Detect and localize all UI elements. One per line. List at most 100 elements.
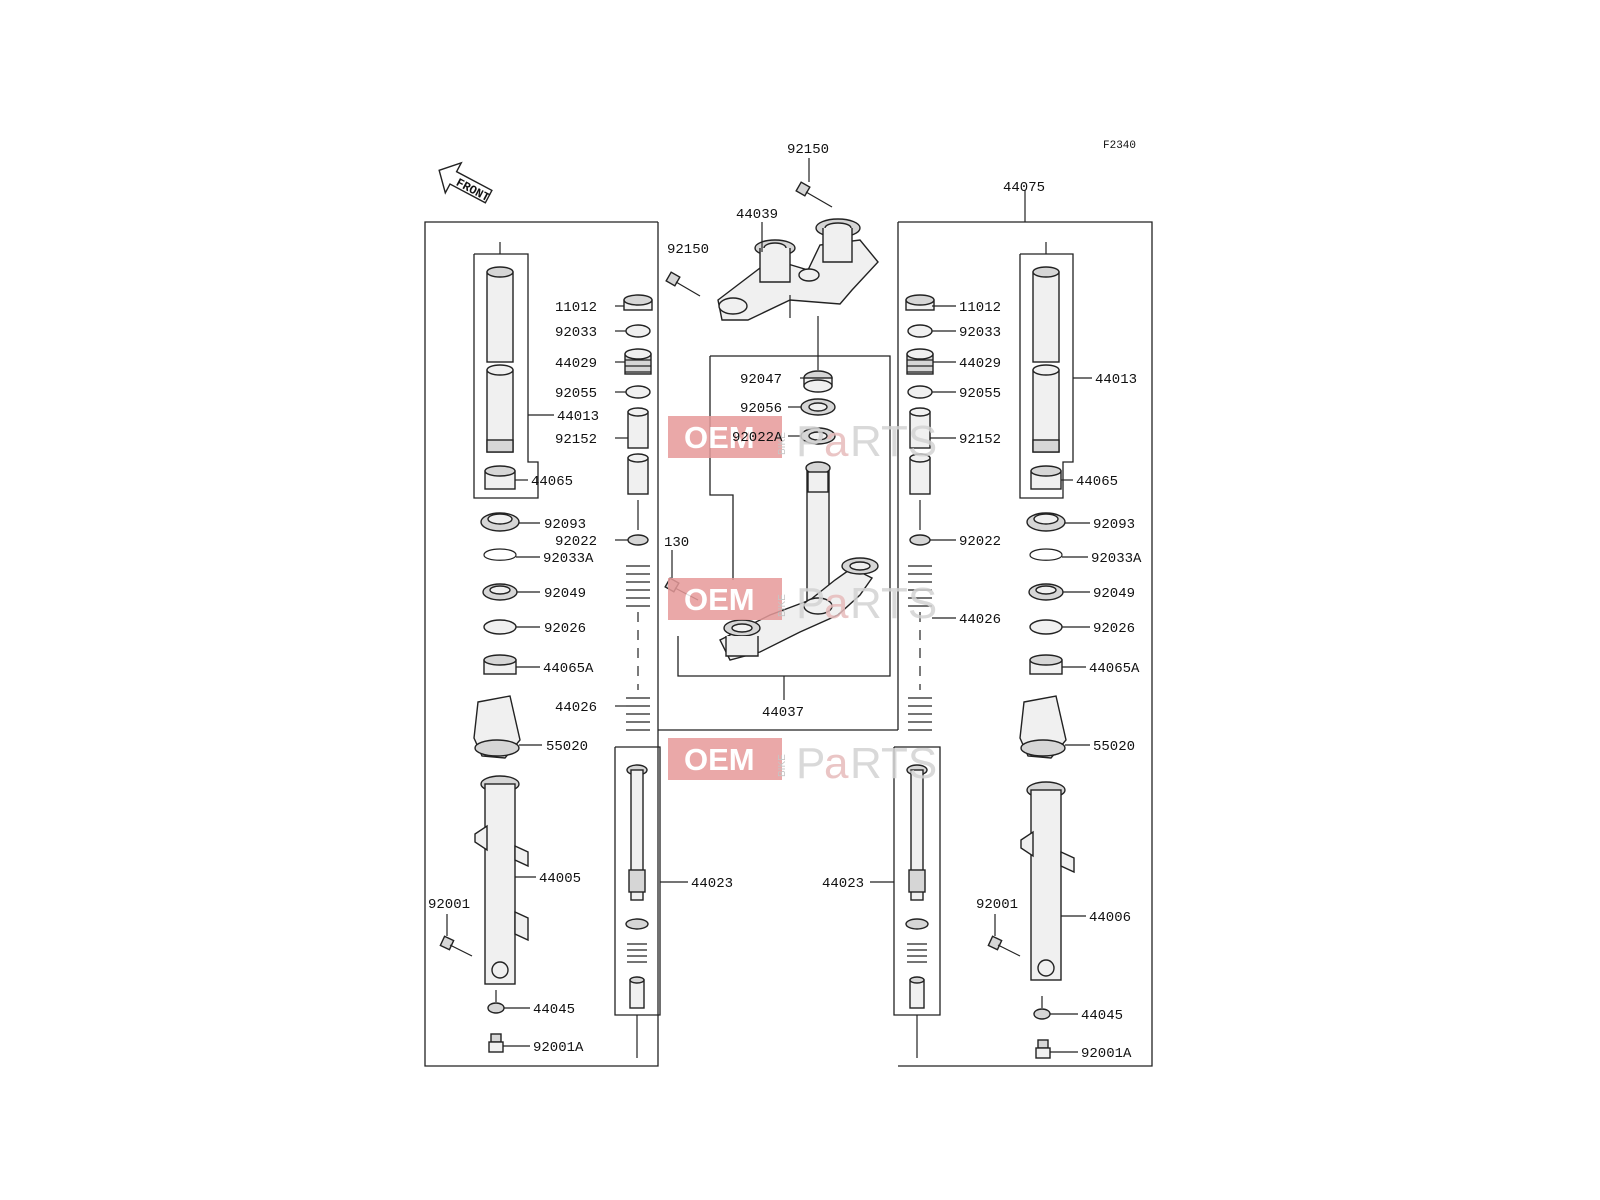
label-130: 130 bbox=[664, 535, 689, 551]
left-fork-cover-55020-icon bbox=[473, 695, 521, 759]
stem-nut-92047-icon bbox=[803, 370, 833, 393]
label-44037: 44037 bbox=[762, 705, 804, 721]
left-dust-seal-92049-icon bbox=[482, 583, 518, 601]
watermark-oem-text: OEM bbox=[684, 742, 755, 777]
left-fork-tube-44013 bbox=[486, 242, 514, 453]
left-outer-tube-44005 bbox=[474, 775, 529, 985]
watermark-a-text: a bbox=[824, 579, 849, 628]
steering-stem-box bbox=[677, 355, 891, 677]
label-92033A-right: 92033A bbox=[1091, 551, 1142, 567]
left-44013-box bbox=[473, 253, 539, 499]
label-92033-left: 92033 bbox=[555, 325, 597, 341]
right-damper-box bbox=[893, 746, 941, 1016]
label-44013-right: 44013 bbox=[1095, 372, 1137, 388]
label-11012-right: 11012 bbox=[959, 300, 1001, 316]
label-92026-right: 92026 bbox=[1093, 621, 1135, 637]
right-oil-seal-92093-icon bbox=[1026, 512, 1066, 532]
label-92033-right: 92033 bbox=[959, 325, 1001, 341]
label-44005: 44005 bbox=[539, 871, 581, 887]
label-92049-right: 92049 bbox=[1093, 586, 1135, 602]
right-oring-92055-icon bbox=[907, 385, 933, 399]
label-92026-left: 92026 bbox=[544, 621, 586, 637]
bolt-92150-top-icon bbox=[795, 181, 833, 208]
label-44029-left: 44029 bbox=[555, 356, 597, 372]
label-44045-right: 44045 bbox=[1081, 1008, 1123, 1024]
label-44023-left: 44023 bbox=[691, 876, 733, 892]
watermark-bike-text: BIKE bbox=[777, 432, 788, 455]
watermark-p-text: P bbox=[796, 739, 825, 788]
right-bushing-44065-icon bbox=[1030, 465, 1062, 490]
right-44013-box bbox=[1019, 253, 1074, 499]
label-92001-left: 92001 bbox=[428, 897, 470, 913]
right-oring-92033-icon bbox=[907, 324, 933, 338]
watermark-rts-text: RTS bbox=[850, 739, 937, 788]
right-washer-92022-icon bbox=[909, 534, 931, 546]
watermark-middle: OEM BIKE P a RTS bbox=[668, 578, 937, 628]
left-cap-11012-icon bbox=[623, 294, 653, 311]
label-44023-right: 44023 bbox=[822, 876, 864, 892]
left-washer-92022-icon bbox=[627, 534, 649, 546]
watermark-a-text: a bbox=[824, 417, 849, 466]
part-labels: 92150 44039 92150 44075 11012 92033 4402… bbox=[428, 142, 1142, 1062]
left-spring-44026-icon bbox=[626, 565, 650, 731]
left-nut-44045-icon bbox=[487, 1002, 505, 1014]
label-55020-left: 55020 bbox=[546, 739, 588, 755]
right-fork-frame bbox=[898, 221, 1153, 1067]
right-bolt-92001A-icon bbox=[1035, 1039, 1051, 1059]
label-92047: 92047 bbox=[740, 372, 782, 388]
left-bushing-44065A-icon bbox=[483, 654, 517, 675]
watermark-rts-text: RTS bbox=[850, 579, 937, 628]
label-92055-left: 92055 bbox=[555, 386, 597, 402]
left-bushing-44065-icon bbox=[484, 465, 516, 490]
left-axle-bolt-92001-icon bbox=[439, 935, 473, 957]
label-92150-top: 92150 bbox=[787, 142, 829, 158]
label-44026-left: 44026 bbox=[555, 700, 597, 716]
label-44039: 44039 bbox=[736, 207, 778, 223]
label-92001A-left: 92001A bbox=[533, 1040, 584, 1056]
label-44065A-right: 44065A bbox=[1089, 661, 1140, 677]
right-cap-11012-icon bbox=[905, 294, 935, 311]
label-92022A: 92022A bbox=[732, 430, 783, 446]
label-92056: 92056 bbox=[740, 401, 782, 417]
right-damper-rod-44023 bbox=[905, 764, 929, 1058]
label-55020-right: 55020 bbox=[1093, 739, 1135, 755]
label-44029-right: 44029 bbox=[959, 356, 1001, 372]
leader-lines bbox=[503, 305, 1092, 1053]
washer-92022A-inner bbox=[808, 431, 828, 441]
left-fork-frame bbox=[424, 221, 659, 1067]
label-92022-right: 92022 bbox=[959, 534, 1001, 550]
right-nut-44045-icon bbox=[1033, 1008, 1051, 1020]
right-washer-92026-icon bbox=[1029, 619, 1063, 635]
watermark-p-text: P bbox=[796, 417, 825, 466]
left-bolt-92001A-icon bbox=[488, 1033, 504, 1053]
watermark-bike-text: BIKE bbox=[777, 594, 788, 617]
label-11012-left: 11012 bbox=[555, 300, 597, 316]
left-oring-92033-icon bbox=[625, 324, 651, 338]
label-92001A-right: 92001A bbox=[1081, 1046, 1132, 1062]
label-92093-right: 92093 bbox=[1093, 517, 1135, 533]
watermark-oem-text: OEM bbox=[684, 420, 755, 455]
label-44075: 44075 bbox=[1003, 180, 1045, 196]
label-44045-left: 44045 bbox=[533, 1002, 575, 1018]
steering-stem-box-left bbox=[709, 356, 734, 580]
upper-triple-clamp bbox=[717, 218, 879, 321]
diagram-code: F2340 bbox=[1103, 140, 1136, 152]
label-92093-left: 92093 bbox=[544, 517, 586, 533]
label-44013-left: 44013 bbox=[557, 409, 599, 425]
label-92022-left: 92022 bbox=[555, 534, 597, 550]
watermark-rts-text: RTS bbox=[850, 417, 937, 466]
right-outer-tube-44006 bbox=[1020, 781, 1075, 981]
left-circlip-92033A-icon bbox=[483, 548, 517, 561]
left-damper-rod-44023 bbox=[625, 764, 649, 1058]
label-92152-right: 92152 bbox=[959, 432, 1001, 448]
left-adjuster-44029-icon bbox=[624, 348, 652, 375]
bolt-92150-left-icon bbox=[665, 271, 701, 297]
left-washer-92026-icon bbox=[483, 619, 517, 635]
left-oring-92055-icon bbox=[625, 385, 651, 399]
right-axle-bolt-92001-icon bbox=[987, 935, 1021, 957]
watermark-oem-text: OEM bbox=[684, 582, 755, 617]
left-oil-seal-92093-icon bbox=[480, 512, 520, 532]
label-92152-left: 92152 bbox=[555, 432, 597, 448]
washer-92056-inner bbox=[808, 402, 828, 412]
